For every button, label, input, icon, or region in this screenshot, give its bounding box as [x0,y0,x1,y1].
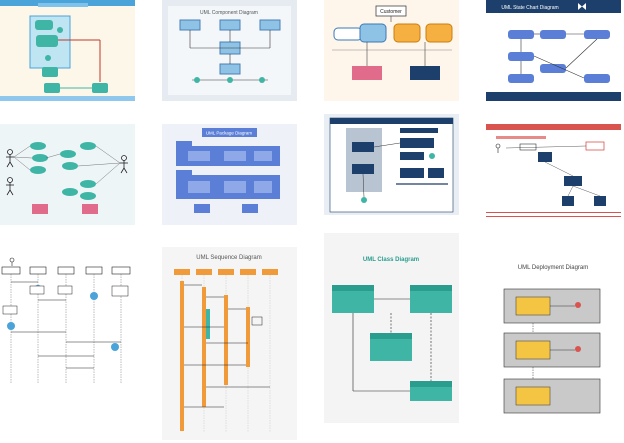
flow-diagram-thumbnail: Customer [332,5,453,80]
swimlane-thumbnail [329,117,454,213]
use-case-thumbnail [6,142,128,214]
thumbnail-use-case-flow[interactable]: Customer [324,0,459,101]
thumbnail-activity-diagram[interactable] [0,0,135,101]
state-chart-thumbnail: UML State Chart Diagram [486,0,621,101]
thumbnail-state-chart-diagram[interactable]: UML State Chart Diagram [486,0,621,101]
deployment-diagram-thumbnail: UML Deployment Diagram [503,265,601,414]
thumbnail-package-diagram[interactable]: UML Package Diagram [162,124,297,225]
activity-diagram-thumbnail [0,0,135,101]
diagram-title: UML Component Diagram [200,10,258,16]
component-diagram-thumbnail: UML Component Diagram [168,6,291,95]
thumbnail-activity-swimlane[interactable] [324,114,459,215]
sequence-diagram-thumbnail: UML Sequence Diagram [174,255,278,432]
sequence-title: UML Sequence Diagram [196,255,261,261]
class-diagram-thumbnail: UML Class Diagram [332,257,452,401]
customer-label: Customer [380,9,402,15]
thumbnail-deployment-red[interactable] [486,124,621,225]
thumbnail-deployment-diagram[interactable]: UML Deployment Diagram [486,247,621,440]
thumbnail-sequence-detailed[interactable] [0,256,135,386]
thumbnail-component-diagram[interactable]: UML Component Diagram [162,0,297,101]
thumbnail-use-case-diagram[interactable] [0,124,135,225]
package-title: UML Package Diagram [206,131,253,136]
thumbnail-class-diagram[interactable]: UML Class Diagram [324,233,459,423]
deployment-title: UML Deployment Diagram [518,265,588,271]
deployment-red-thumbnail [486,124,621,217]
package-diagram-thumbnail: UML Package Diagram [176,128,280,213]
sequence-detailed-thumbnail [1,257,131,384]
class-diagram-title: UML Class Diagram [363,257,419,263]
thumbnail-sequence-diagram[interactable]: UML Sequence Diagram [162,247,297,440]
state-chart-title: UML State Chart Diagram [501,5,558,11]
